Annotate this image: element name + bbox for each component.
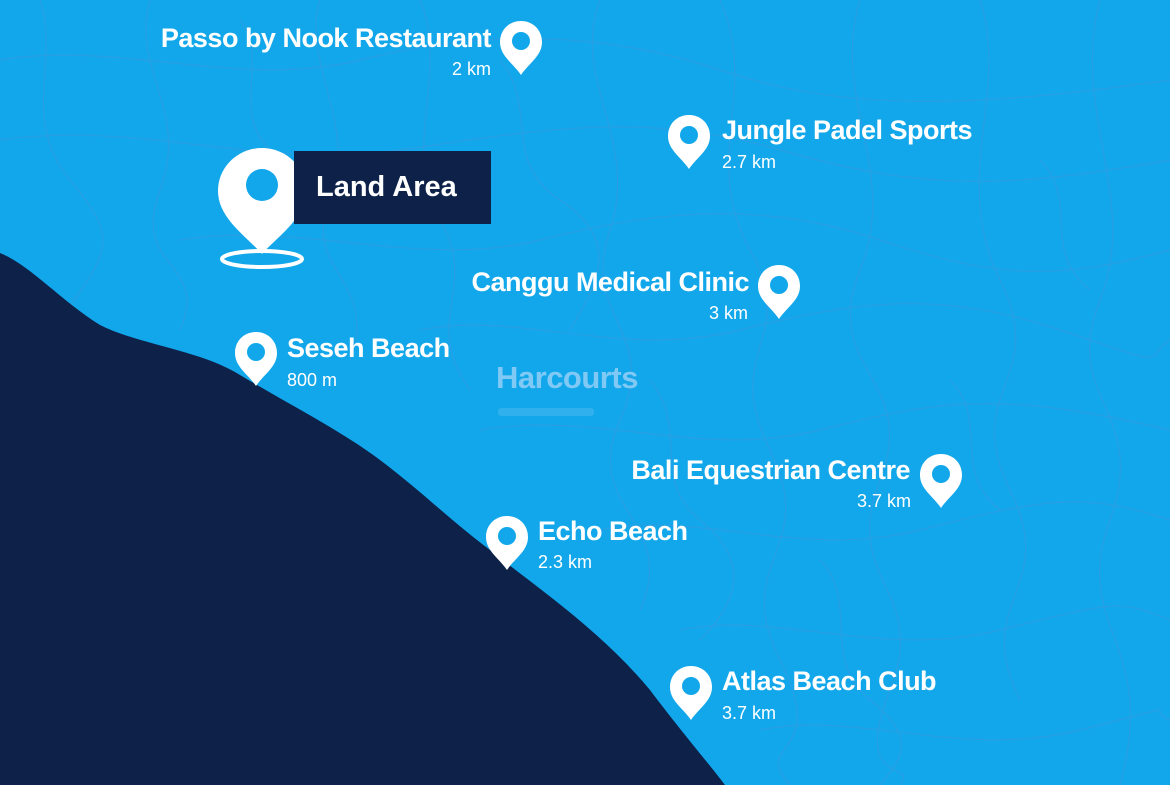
place-marker-atlas-beach-club[interactable]: Atlas Beach Club 3.7 km xyxy=(668,665,958,727)
place-distance: 2.3 km xyxy=(538,552,593,572)
place-distance: 800 m xyxy=(287,370,338,390)
place-name: Passo by Nook Restaurant xyxy=(160,23,492,53)
place-marker-bali-equestrian-centre[interactable]: Bali Equestrian Centre 3.7 km xyxy=(620,453,967,515)
brand-watermark: Harcourts xyxy=(496,360,638,395)
map-pin-icon xyxy=(670,666,712,720)
place-distance: 3 km xyxy=(708,303,748,323)
land-mass xyxy=(0,253,725,785)
place-distance: 3.7 km xyxy=(856,491,911,511)
map-pin-icon xyxy=(920,454,962,508)
place-name: Echo Beach xyxy=(538,516,688,546)
place-name: Jungle Padel Sports xyxy=(722,115,973,145)
place-marker-seseh-beach[interactable]: Seseh Beach 800 m xyxy=(233,331,463,393)
land-area-label: Land Area xyxy=(294,151,491,224)
map-pin-icon xyxy=(235,332,277,386)
place-name: Atlas Beach Club xyxy=(722,666,937,696)
place-marker-canggu-medical-clinic[interactable]: Canggu Medical Clinic 3 km xyxy=(460,264,805,326)
place-name: Canggu Medical Clinic xyxy=(471,267,749,297)
place-name: Bali Equestrian Centre xyxy=(631,455,910,485)
map-pin-icon xyxy=(500,21,542,75)
map-pin-icon xyxy=(668,115,710,169)
map-pin-icon xyxy=(758,265,800,319)
place-marker-passo-by-nook-restaurant[interactable]: Passo by Nook Restaurant 2 km xyxy=(150,20,545,82)
place-marker-echo-beach[interactable]: Echo Beach 2.3 km xyxy=(484,515,704,577)
watermark-tagline-graphic xyxy=(498,408,594,416)
place-distance: 3.7 km xyxy=(722,703,777,723)
place-name: Seseh Beach xyxy=(287,333,450,363)
map-pin-icon xyxy=(218,148,306,269)
place-distance: 2.7 km xyxy=(722,152,777,172)
place-distance: 2 km xyxy=(451,59,491,79)
place-marker-jungle-padel-sports[interactable]: Jungle Padel Sports 2.7 km xyxy=(666,114,986,176)
map-pin-icon xyxy=(486,516,528,570)
